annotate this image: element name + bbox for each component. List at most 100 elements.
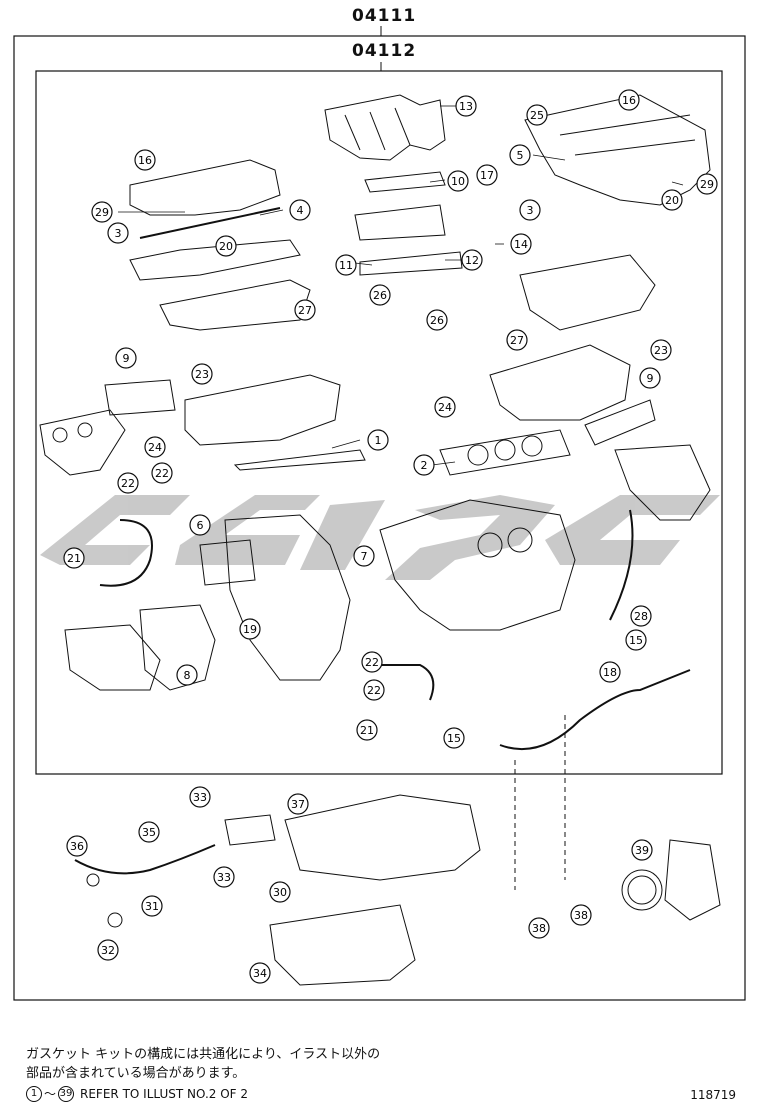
callout-35: 35 — [138, 821, 160, 843]
callout-circle — [97, 939, 119, 961]
callout-label: 38 — [574, 909, 588, 922]
callout-label: 32 — [101, 944, 115, 957]
callout-label: 36 — [70, 840, 84, 853]
callout-27: 27 — [506, 329, 528, 351]
callout-22: 22 — [151, 462, 173, 484]
callout-label: 6 — [197, 519, 204, 532]
callout-circle — [461, 249, 483, 271]
callout-label: 8 — [184, 669, 191, 682]
callout-29: 29 — [91, 201, 113, 223]
callout-14: 14 — [510, 233, 532, 255]
reference-line: 1 ～ 39 REFER TO ILLUST NO.2 OF 2 — [26, 1085, 248, 1102]
callout-circle — [599, 661, 621, 683]
callout-label: 33 — [217, 871, 231, 884]
callout-label: 38 — [532, 922, 546, 935]
callout-21: 21 — [356, 719, 378, 741]
callout-circle — [631, 839, 653, 861]
watermark — [40, 495, 720, 580]
callout-28: 28 — [630, 605, 652, 627]
callout-27: 27 — [294, 299, 316, 321]
callout-circle — [176, 664, 198, 686]
callout-circle — [287, 793, 309, 815]
callout-circle — [189, 786, 211, 808]
callout-label: 29 — [95, 206, 109, 219]
ref-start-circle: 1 — [26, 1085, 42, 1102]
callout-label: 21 — [360, 724, 374, 737]
callout-label: 7 — [361, 550, 368, 563]
callout-label: 23 — [654, 344, 668, 357]
callout-circle — [91, 201, 113, 223]
inner-frame — [35, 70, 723, 775]
callout-17: 17 — [476, 164, 498, 186]
callout-label: 33 — [193, 791, 207, 804]
callout-label: 15 — [629, 634, 643, 647]
callout-circle — [510, 233, 532, 255]
callout-8: 8 — [176, 664, 198, 686]
callout-30: 30 — [269, 881, 291, 903]
callout-16: 16 — [134, 149, 156, 171]
callout-34: 34 — [249, 962, 271, 984]
callout-circle — [141, 895, 163, 917]
callout-5: 5 — [509, 144, 531, 166]
callout-circle — [191, 363, 213, 385]
callout-circle — [570, 904, 592, 926]
callout-circle — [363, 679, 385, 701]
callout-circle — [630, 605, 652, 627]
callout-circle — [639, 367, 661, 389]
callout-13: 13 — [455, 95, 477, 117]
callout-circle — [138, 821, 160, 843]
callout-23: 23 — [191, 363, 213, 385]
callout-1: 1 — [367, 429, 389, 451]
callout-21: 21 — [63, 547, 85, 569]
callout-circle — [66, 835, 88, 857]
callout-label: 18 — [603, 666, 617, 679]
outer-frame — [13, 35, 746, 1001]
callout-label: 35 — [142, 826, 156, 839]
ref-tilde: ～ — [44, 1087, 57, 1101]
callout-circle — [369, 284, 391, 306]
callout-label: 3 — [115, 227, 122, 240]
callout-circle — [144, 436, 166, 458]
callout-label: 27 — [298, 304, 312, 317]
callout-label: 5 — [517, 149, 524, 162]
callout-label: 22 — [121, 477, 135, 490]
callout-label: 21 — [67, 552, 81, 565]
callout-circle — [443, 727, 465, 749]
callout-label: 22 — [367, 684, 381, 697]
callout-25: 25 — [526, 104, 548, 126]
callout-22: 22 — [361, 651, 383, 673]
callout-circle — [335, 254, 357, 276]
callout-16: 16 — [618, 89, 640, 111]
callout-label: 29 — [700, 178, 714, 191]
callout-label: 3 — [527, 204, 534, 217]
callout-23: 23 — [650, 339, 672, 361]
callout-label: 9 — [123, 352, 130, 365]
callout-circle — [356, 719, 378, 741]
callout-circle — [528, 917, 550, 939]
callout-24: 24 — [144, 436, 166, 458]
callout-36: 36 — [66, 835, 88, 857]
callout-label: 19 — [243, 623, 257, 636]
callout-18: 18 — [599, 661, 621, 683]
callout-label: 14 — [514, 238, 528, 251]
callout-4: 4 — [289, 199, 311, 221]
callout-circle — [115, 347, 137, 369]
callout-circle — [151, 462, 173, 484]
callout-label: 9 — [647, 372, 654, 385]
callout-label: 15 — [447, 732, 461, 745]
callout-38: 38 — [528, 917, 550, 939]
callout-37: 37 — [287, 793, 309, 815]
note-line-1: ガスケット キットの構成には共通化により、イラスト以外の — [26, 1047, 381, 1062]
callout-circle — [650, 339, 672, 361]
callout-label: 25 — [530, 109, 544, 122]
callout-label: 13 — [459, 100, 473, 113]
callout-circle — [269, 881, 291, 903]
callout-33: 33 — [213, 866, 235, 888]
callout-15: 15 — [625, 629, 647, 651]
callout-9: 9 — [639, 367, 661, 389]
callout-26: 26 — [369, 284, 391, 306]
callout-label: 16 — [138, 154, 152, 167]
outer-kit-code: 04111 — [352, 6, 417, 26]
callout-11: 11 — [335, 254, 357, 276]
callout-label: 4 — [297, 204, 304, 217]
